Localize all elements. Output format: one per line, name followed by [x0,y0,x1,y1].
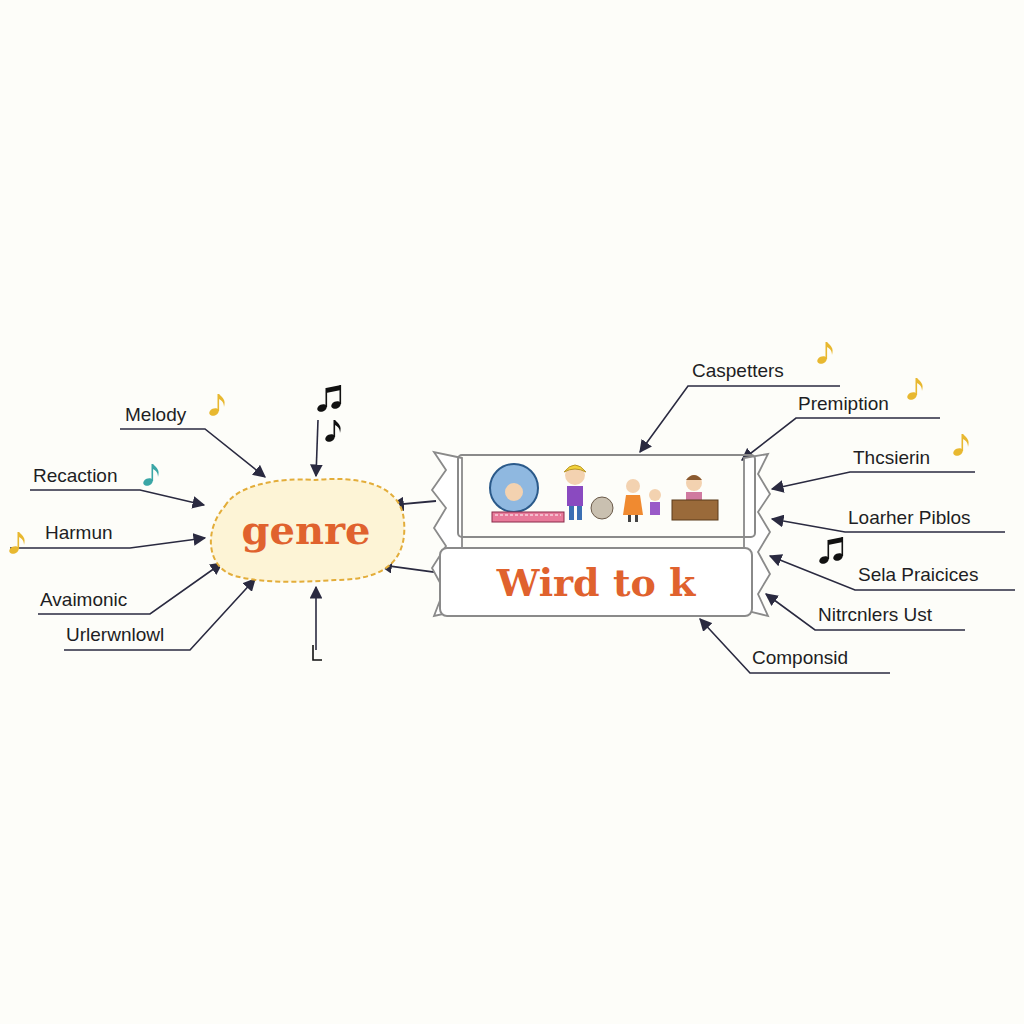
genre-blob: genre [205,476,407,584]
branch-label: Loarher Piblos [848,507,971,529]
branch-label: Melody [125,404,186,426]
branch-label: Avaimonic [40,589,127,611]
branch-label: Harmun [45,522,113,544]
text-holder: Wird to k [442,550,750,616]
branch-label: Thcsierin [853,447,930,469]
text-holder: genre [205,476,407,584]
branch-label: Urlerwnlowl [66,624,164,646]
node-title: Wird to k [497,562,696,604]
node-title: genre [241,508,370,552]
music-notes [8,342,969,660]
branch-label: Premiption [798,393,889,415]
picture-panel [458,455,755,537]
title-box [440,548,752,616]
band-illustration [490,464,718,522]
branch-label: Recaction [33,465,118,487]
leader-lines [10,386,1015,673]
branch-label: Componsid [752,647,848,669]
branch-label: Sela Praicices [858,564,978,586]
branch-label: Caspetters [692,360,784,382]
title-banner: Wird to k [432,450,770,620]
blob-outline [211,479,404,582]
branch-label: Nitrcnlers Ust [818,604,932,626]
